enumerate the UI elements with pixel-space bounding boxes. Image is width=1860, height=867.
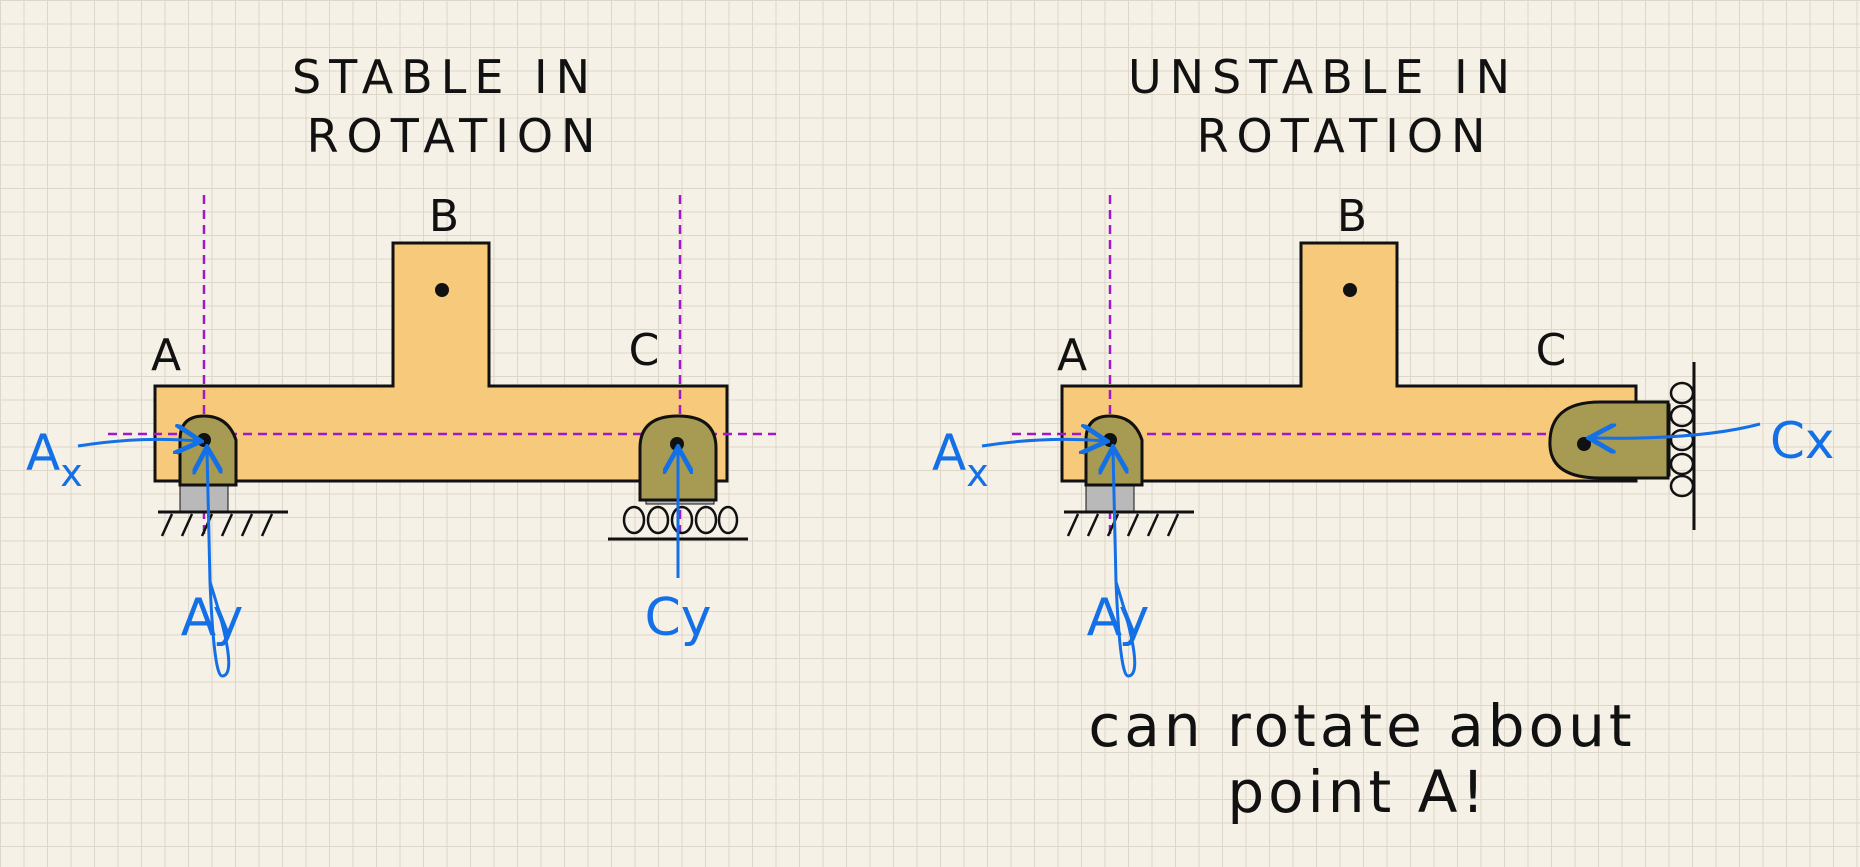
left-label-c: C [629,325,660,376]
left-force-ay-label: Ay [181,588,244,648]
right-title-line2: ROTATION [1197,109,1494,163]
right-title-line1: UNSTABLE IN [1128,50,1518,104]
right-t-body [1060,241,1638,483]
right-panel: UNSTABLE IN ROTATION [932,50,1835,826]
right-force-cx-arrow [1592,422,1761,438]
right-label-a: A [1057,330,1087,381]
point-b-dot [435,283,449,297]
left-force-ax-label: Ax [26,424,83,495]
left-label-b: B [429,191,459,242]
left-label-a: A [151,330,181,381]
right-point-b-dot [1343,283,1357,297]
right-label-b: B [1337,191,1367,242]
left-title-line2: ROTATION [307,109,604,163]
right-force-ax-arrow [981,439,1104,446]
right-force-ay-label: Ay [1087,588,1150,648]
right-note-line2: point A! [1227,758,1488,826]
left-title-line1: STABLE IN [292,50,598,104]
right-label-c: C [1536,325,1567,376]
right-force-cx-label: Cx [1770,412,1835,470]
left-force-ay-arrow [207,450,231,678]
right-force-ay-arrow [1113,450,1137,678]
right-force-ax-label: Ax [932,424,989,495]
left-force-cy-label: Cy [644,588,711,648]
left-t-body [153,241,729,483]
left-force-ax-arrow [77,439,198,446]
right-note-line1: can rotate about [1088,692,1635,760]
left-panel: STABLE IN ROTATION [26,50,776,678]
